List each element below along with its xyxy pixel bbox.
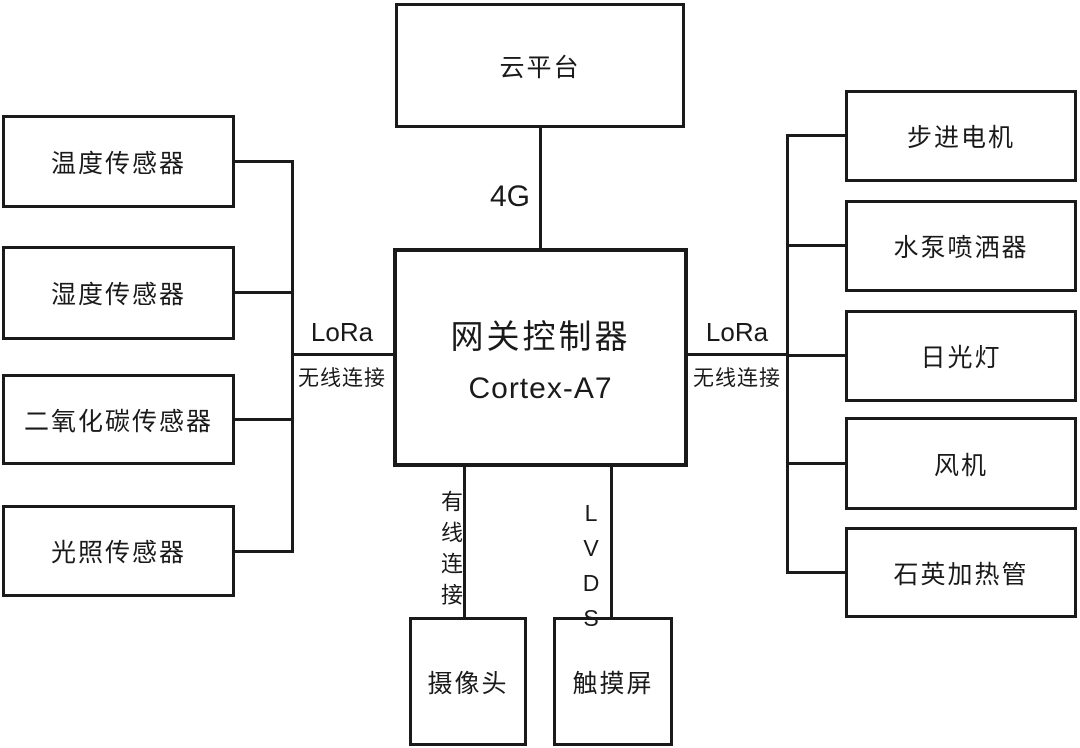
node-humidity-sensor-label: 湿度传感器: [50, 281, 186, 309]
link-label-right-lora: LoRa: [705, 317, 769, 347]
connector-actuator-fan: [786, 462, 847, 465]
connector-actuator-lamp: [786, 354, 847, 357]
node-cloud-platform: 云平台: [395, 3, 685, 128]
node-touchscreen-label: 触摸屏: [572, 669, 654, 698]
link-label-right-wireless: 无线连接: [693, 367, 781, 390]
connector-cloud-gateway: [539, 128, 542, 248]
node-fan: 风机: [845, 417, 1077, 510]
connector-leftbus-gateway: [291, 353, 393, 356]
connector-sensor-temperature: [232, 160, 294, 163]
node-fan-label: 风机: [933, 451, 988, 480]
node-humidity-sensor: 湿度传感器: [2, 246, 235, 340]
link-label-left-wireless: 无线连接: [298, 367, 386, 390]
node-fluorescent-lamp: 日光灯: [845, 310, 1077, 402]
node-camera-label: 摄像头: [427, 669, 509, 698]
node-temperature-sensor: 温度传感器: [2, 115, 235, 208]
node-quartz-heater-label: 石英加热管: [893, 560, 1029, 589]
link-label-lvds: LVDS: [578, 500, 604, 640]
node-camera: 摄像头: [409, 617, 527, 746]
node-touchscreen: 触摸屏: [553, 617, 673, 746]
connector-actuator-stepper: [786, 134, 847, 137]
connector-sensor-co2: [232, 418, 294, 421]
node-co2-sensor-label: 二氧化碳传感器: [23, 407, 213, 436]
connector-actuator-pump: [786, 244, 847, 247]
node-gateway-title: 网关控制器: [450, 317, 631, 355]
node-stepper-motor: 步进电机: [845, 90, 1077, 182]
connector-gateway-rightbus: [686, 353, 787, 356]
node-stepper-motor-label: 步进电机: [906, 124, 1015, 152]
node-gateway-subtitle: Cortex-A7: [468, 371, 613, 405]
node-gateway-controller: 网关控制器 Cortex-A7: [393, 248, 688, 467]
node-water-pump-sprayer-label: 水泵喷洒器: [893, 234, 1029, 262]
node-temperature-sensor-label: 温度传感器: [50, 149, 186, 178]
link-label-wired-connection: 有线连接: [438, 490, 463, 614]
connector-actuator-heater: [786, 571, 847, 574]
node-light-sensor-label: 光照传感器: [50, 539, 186, 567]
link-label-left-lora: LoRa: [310, 317, 374, 347]
node-light-sensor: 光照传感器: [2, 505, 235, 597]
link-label-4g: 4G: [489, 180, 530, 213]
node-water-pump-sprayer: 水泵喷洒器: [845, 200, 1077, 292]
connector-sensor-humidity: [232, 291, 294, 294]
node-co2-sensor: 二氧化碳传感器: [2, 374, 235, 465]
connector-gateway-touchscreen: [610, 465, 613, 619]
connector-left-bus: [291, 160, 294, 553]
node-cloud-platform-label: 云平台: [499, 53, 581, 82]
node-fluorescent-lamp-label: 日光灯: [920, 344, 1002, 372]
connector-gateway-camera: [463, 465, 466, 619]
node-quartz-heater: 石英加热管: [845, 527, 1077, 618]
connector-sensor-light: [232, 550, 294, 553]
